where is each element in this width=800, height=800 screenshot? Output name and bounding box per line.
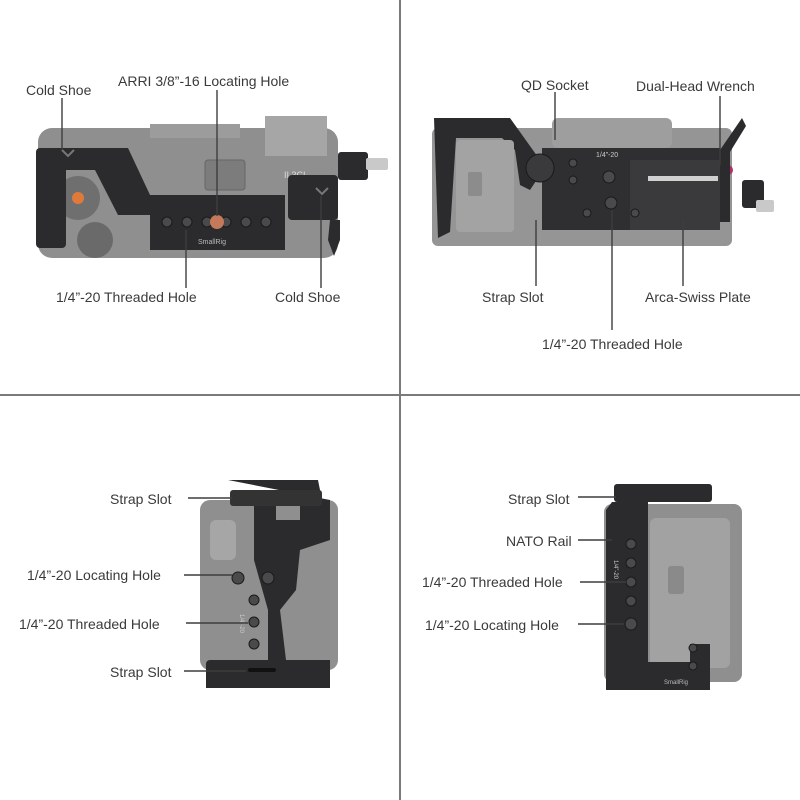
label-strap-slot-bl-bottom: Strap Slot: [110, 664, 172, 680]
label-strap-slot-br: Strap Slot: [508, 491, 570, 507]
rear-dial: [77, 222, 113, 258]
wrench-handle: [648, 176, 718, 181]
label-qd-socket: QD Socket: [521, 77, 589, 93]
side-holes: [231, 571, 275, 650]
camera-port-door: [650, 518, 730, 668]
label-locating-hole-br: 1/4”-20 Locating Hole: [425, 617, 559, 633]
left-side-illustration: 1/4”-20: [184, 480, 338, 688]
camera-top-plate: [150, 124, 240, 138]
top-view-illustration: SmallRig II 3CI: [36, 90, 388, 288]
label-cold-shoe-left: Cold Shoe: [26, 82, 92, 98]
label-threaded-hole-bl: 1/4”-20 Threaded Hole: [19, 616, 160, 632]
cold-shoe-clamp: [328, 220, 340, 256]
cold-shoe-right: [288, 175, 338, 220]
cage-bottom-block: [206, 660, 330, 688]
camera-strap-lug: [210, 520, 236, 560]
label-arri-locating-hole: ARRI 3/8”-16 Locating Hole: [118, 73, 290, 89]
label-dual-head-wrench: Dual-Head Wrench: [636, 78, 755, 94]
engraving-brand-right: SmallRig: [664, 680, 688, 686]
locking-knob: [338, 152, 368, 180]
label-locating-hole-bl: 1/4”-20 Locating Hole: [27, 567, 161, 583]
lens-mount: [552, 118, 672, 148]
label-strap-slot-bl-top: Strap Slot: [110, 491, 172, 507]
port-door-latch: [668, 566, 684, 594]
label-cold-shoe-right: Cold Shoe: [275, 289, 341, 305]
cage-side-left: [36, 148, 66, 248]
bottom-view-illustration: 1/4”-20: [432, 92, 774, 330]
label-threaded-hole-br: 1/4”-20 Threaded Hole: [422, 574, 563, 590]
bottom-holes: [568, 158, 640, 218]
camera-hotshoe: [204, 159, 246, 191]
label-arca-swiss-plate: Arca-Swiss Plate: [645, 289, 751, 305]
side-lever: [720, 118, 746, 222]
label-threaded-hole-tr: 1/4”-20 Threaded Hole: [542, 336, 683, 352]
right-side-holes: [624, 538, 698, 671]
qd-socket: [525, 153, 555, 183]
arri-locating-hole: [210, 215, 224, 229]
locking-screw: [366, 158, 388, 170]
label-threaded-hole-tl: 1/4”-20 Threaded Hole: [56, 289, 197, 305]
camera-viewfinder: [265, 116, 327, 156]
engraving-thread-side: 1/4”-20: [238, 614, 244, 634]
record-button: [72, 192, 84, 204]
cold-shoe-mark-right: [315, 187, 329, 196]
side-screw: [756, 200, 774, 212]
engraving-thread: 1/4”-20: [596, 152, 618, 159]
right-side-illustration: 1/4”-20 SmallRig: [578, 484, 742, 690]
cold-shoe-mark-left: [61, 149, 75, 158]
battery-latch: [468, 172, 482, 196]
engraving-thread-right: 1/4”-20: [612, 560, 618, 580]
label-nato-rail: NATO Rail: [506, 533, 572, 549]
engraving-brand: SmallRig: [198, 239, 226, 246]
arca-swiss-plate: [630, 160, 720, 230]
top-cold-shoe: [230, 490, 322, 506]
battery-door: [456, 140, 514, 232]
threaded-holes-row: [161, 216, 272, 228]
vertical-divider: [399, 0, 401, 800]
top-cold-shoe-right: [614, 484, 712, 502]
horizontal-divider: [0, 394, 800, 396]
bottom-strap-slot: [248, 668, 276, 672]
label-strap-slot-tr: Strap Slot: [482, 289, 544, 305]
